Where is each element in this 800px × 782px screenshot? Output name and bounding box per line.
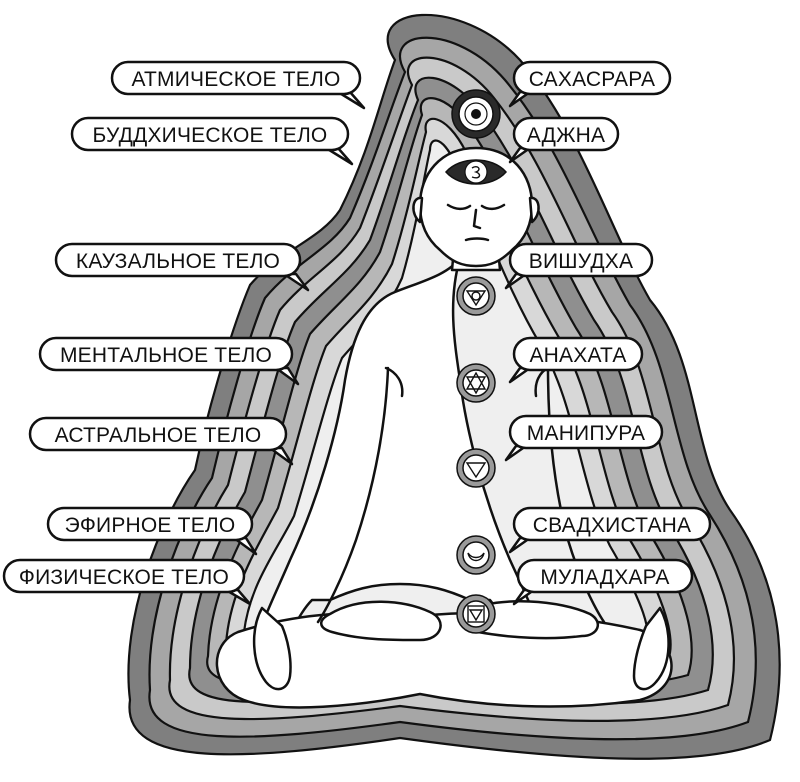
crescent-icon	[467, 552, 485, 562]
label-manipura-text: МАНИПУРА	[527, 422, 645, 445]
label-atmic-text: АТМИЧЕСКОЕ ТЕЛО	[131, 68, 340, 91]
label-manipura: МАНИПУРА	[504, 414, 664, 462]
label-buddhic-text: БУДДХИЧЕСКОЕ ТЕЛО	[93, 124, 328, 147]
chakra-vishuddha	[456, 276, 496, 316]
label-physical-text: ФИЗИЧЕСКОЕ ТЕЛО	[19, 566, 229, 589]
label-mental-text: МЕНТАЛЬНОЕ ТЕЛО	[60, 344, 272, 367]
label-sahasrara-text: САХАСРАРА	[529, 68, 655, 91]
label-mental: МЕНТАЛЬНОЕ ТЕЛО	[38, 336, 300, 386]
figure-right-ear	[528, 196, 540, 224]
label-anahata: АНАХАТА	[508, 336, 644, 384]
label-vishuddha: ВИШУДХА	[504, 242, 654, 290]
triangle-down-circle-icon	[465, 290, 487, 307]
label-astral-text: АСТРАЛЬНОЕ ТЕЛО	[55, 424, 262, 447]
eye-om-icon	[445, 159, 507, 185]
chakra-ajna	[445, 159, 507, 185]
figure-left-hand	[252, 606, 292, 691]
chakra-muladhara	[456, 594, 496, 634]
right-labels: САХАСРАРА АДЖНА ВИШУДХА АНАХАТА МАНИПУРА…	[504, 60, 712, 606]
label-svadhisthana: СВАДХИСТАНА	[508, 506, 712, 554]
chakra-svadhisthana	[456, 535, 496, 575]
label-causal: КАУЗАЛЬНОЕ ТЕЛО	[54, 242, 310, 292]
figure-left-arm-line	[316, 366, 390, 624]
hexagram-icon	[465, 371, 487, 395]
label-anahata-text: АНАХАТА	[529, 344, 626, 367]
label-causal-text: КАУЗАЛЬНОЕ ТЕЛО	[76, 250, 280, 273]
figure-right-eye	[480, 203, 506, 211]
figure-nose	[472, 208, 482, 230]
label-svadhisthana-text: СВАДХИСТАНА	[533, 514, 691, 537]
figure-chest-left	[384, 366, 404, 398]
label-muladhara: МУЛАДХАРА	[512, 558, 694, 606]
chakra-sahasrara	[451, 89, 501, 139]
label-ajna: АДЖНА	[508, 116, 620, 164]
figure-left-eye	[446, 203, 472, 211]
label-vishuddha-text: ВИШУДХА	[529, 250, 633, 273]
label-buddhic: БУДДХИЧЕСКОЕ ТЕЛО	[70, 116, 354, 166]
label-atmic: АТМИЧЕСКОЕ ТЕЛО	[110, 60, 366, 110]
left-labels: АТМИЧЕСКОЕ ТЕЛО БУДДХИЧЕСКОЕ ТЕЛО КАУЗАЛ…	[2, 60, 366, 606]
chakras	[445, 89, 507, 634]
chakra-manipura	[456, 448, 496, 488]
figure-right-hand	[632, 606, 670, 691]
figure-left-foot	[320, 600, 442, 642]
label-astral: АСТРАЛЬНОЕ ТЕЛО	[28, 416, 294, 466]
label-sahasrara: САХАСРАРА	[508, 60, 672, 108]
figure-mouth	[464, 237, 490, 242]
label-ajna-text: АДЖНА	[527, 124, 606, 147]
lotus-crown-icon	[451, 89, 501, 139]
triangle-down-icon	[465, 462, 487, 479]
label-etheric: ЭФИРНОЕ ТЕЛО	[46, 506, 258, 556]
figure-left-ear	[412, 196, 424, 224]
chakra-anahata	[456, 363, 496, 403]
square-triangle-icon	[467, 605, 485, 623]
label-muladhara-text: МУЛАДХАРА	[540, 566, 669, 589]
label-etheric-text: ЭФИРНОЕ ТЕЛО	[65, 514, 236, 537]
label-physical: ФИЗИЧЕСКОЕ ТЕЛО	[2, 558, 252, 606]
